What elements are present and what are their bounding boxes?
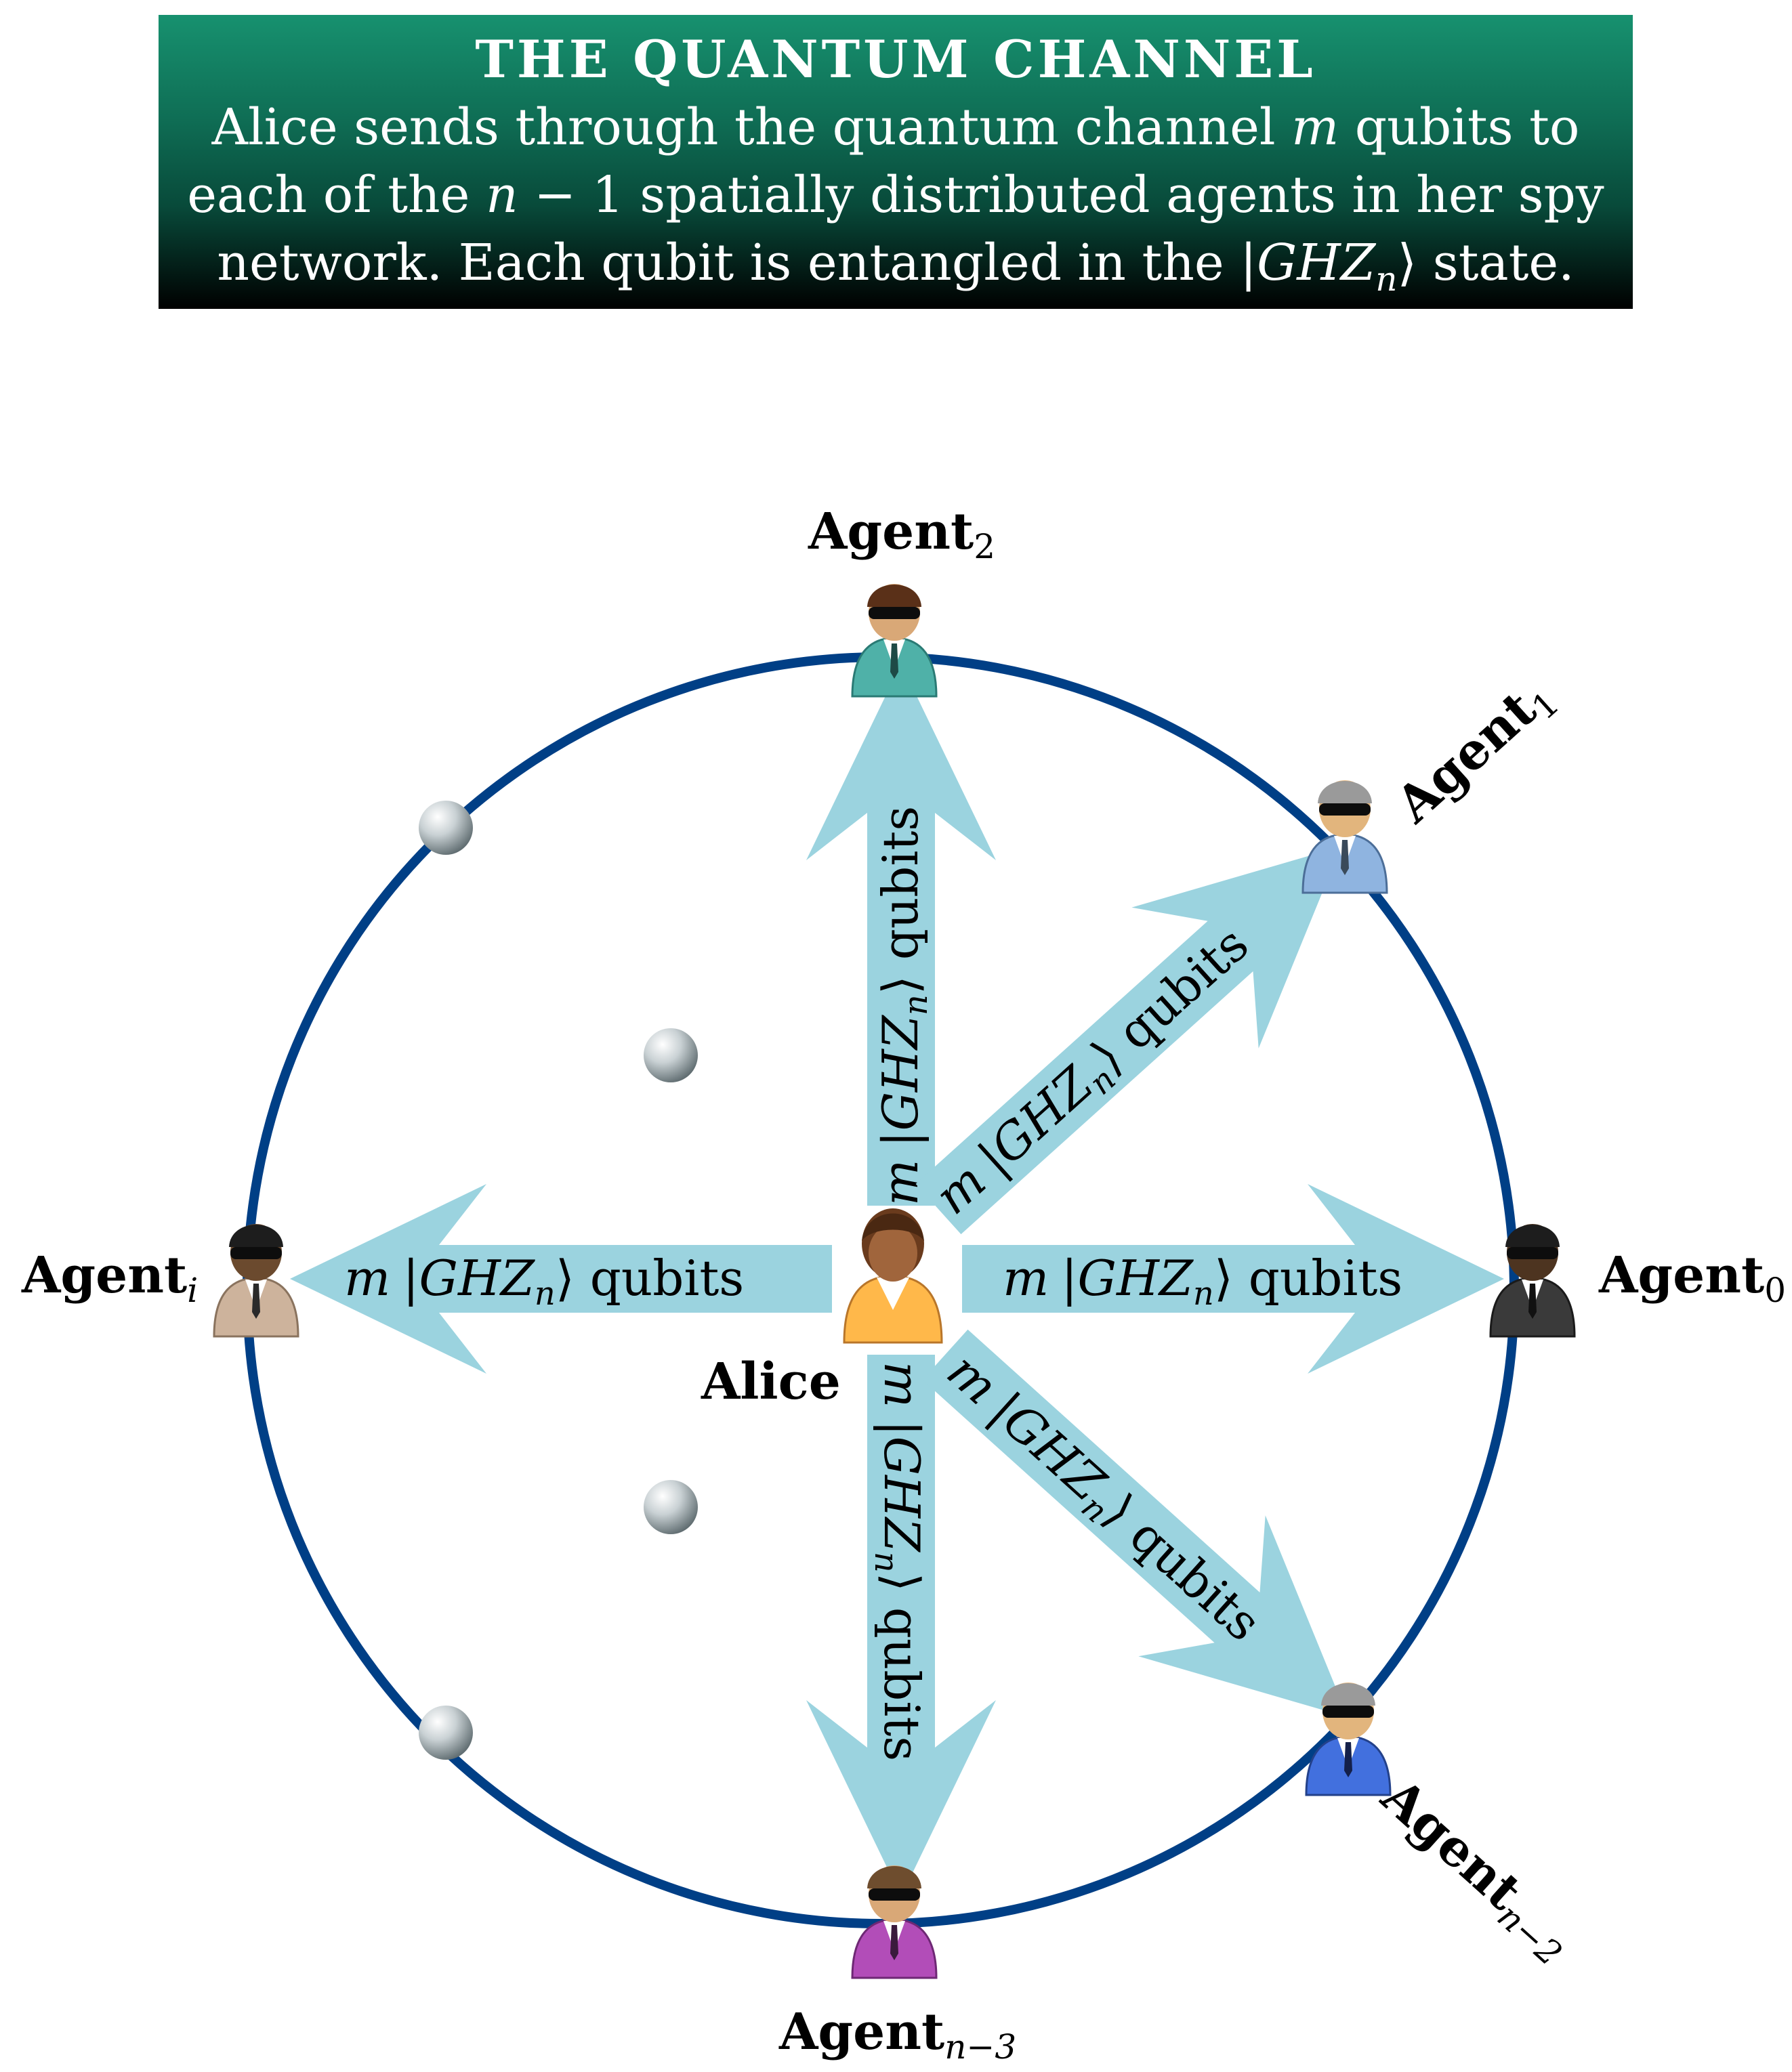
- title-math-ghz: GHZ: [1257, 234, 1376, 292]
- title-text: ⟩ state.: [1397, 234, 1575, 292]
- agent-i-avatar: [213, 1224, 299, 1338]
- title-text: each of the: [187, 166, 486, 224]
- agent-n2-avatar: [1305, 1683, 1392, 1796]
- agent-n3-label: Agentn−3: [778, 2003, 1016, 2067]
- arrow-label: m|GHZn⟩ qubits: [344, 1250, 744, 1313]
- arrow-label: m|GHZn⟩ qubits: [932, 1342, 1272, 1656]
- title-text: Alice sends through the quantum channel: [211, 98, 1292, 156]
- agent-n2-label: Agentn−2: [1367, 1767, 1586, 1974]
- title-math-n: n: [485, 166, 518, 224]
- title-text: − 1 spatially distributed agents in her …: [518, 166, 1604, 224]
- agent-n3-avatar: [851, 1865, 938, 1979]
- arrow-to-agent-n3: m|GHZn⟩ qubits: [806, 1355, 996, 1897]
- arrow-label: m|GHZn⟩ qubits: [1003, 1250, 1402, 1313]
- title-math-n: n: [1375, 259, 1398, 299]
- title-text: network. Each qubit is entangled in the …: [217, 234, 1257, 292]
- title-line-3: network. Each qubit is entangled in the …: [159, 229, 1633, 313]
- title-heading: THE QUANTUM CHANNEL: [475, 29, 1316, 89]
- agent-0-avatar: [1489, 1224, 1576, 1338]
- title-math-m: m: [1291, 98, 1339, 156]
- arrow-label: m|GHZn⟩ qubits: [872, 806, 935, 1206]
- title-line-1: Alice sends through the quantum channel …: [159, 93, 1633, 161]
- arrow-to-agent-i: m|GHZn⟩ qubits: [290, 1184, 832, 1374]
- title-line-2: each of the n − 1 spatially distributed …: [159, 161, 1633, 229]
- arrow-label: m|GHZn⟩ qubits: [924, 915, 1264, 1229]
- title-text: qubits to: [1339, 98, 1580, 156]
- alice-label: Alice: [701, 1353, 841, 1411]
- arrow-label: m|GHZn⟩ qubits: [867, 1361, 930, 1761]
- title-box: THE QUANTUM CHANNEL Alice sends through …: [159, 15, 1633, 309]
- agent-1-avatar: [1301, 780, 1388, 894]
- ellipsis-sphere: [644, 1480, 698, 1534]
- ellipsis-sphere: [644, 1028, 698, 1082]
- alice-avatar: [843, 1208, 943, 1344]
- arrow-to-agent-0: m|GHZn⟩ qubits: [962, 1184, 1504, 1374]
- arrow-to-agent-2: m|GHZn⟩ qubits: [806, 664, 996, 1206]
- agent-2-label: Agent2: [808, 503, 995, 566]
- agent-0-label: Agent0: [1598, 1246, 1786, 1310]
- ellipsis-sphere: [419, 1706, 473, 1760]
- agent-i-label: Agenti: [21, 1246, 198, 1310]
- ellipsis-sphere: [419, 801, 473, 855]
- agent-1-label: Agent1: [1385, 666, 1567, 839]
- agent-2-avatar: [851, 584, 938, 698]
